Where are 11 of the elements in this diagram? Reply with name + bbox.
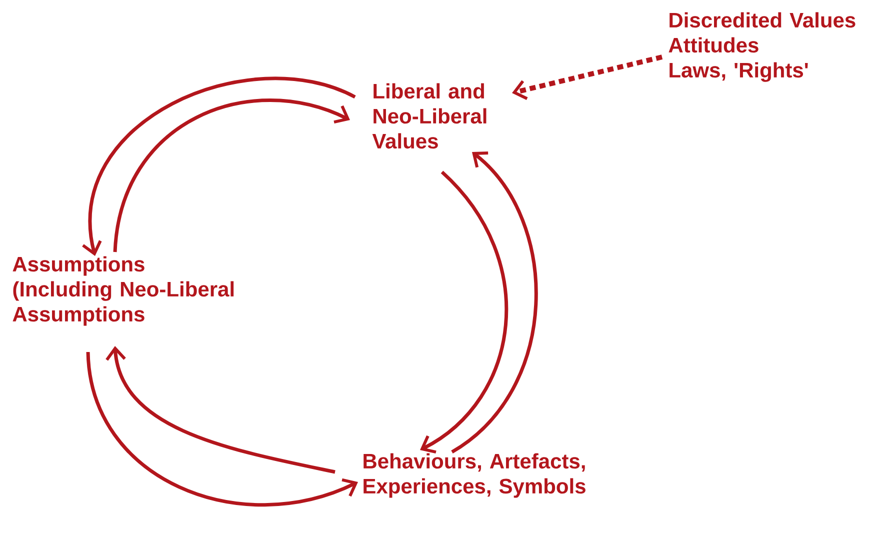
arrow — [86, 352, 358, 507]
arrow — [106, 346, 336, 474]
arrow — [420, 170, 508, 454]
text-label: Assumptions (Including Neo-Liberal Assumptions — [12, 256, 234, 326]
arrow — [82, 76, 356, 256]
arrow — [512, 54, 663, 100]
text-label: Discredited Values Attitudes Laws, 'Rights' — [668, 12, 856, 82]
arrow — [450, 152, 538, 454]
text-label: Behaviours, Artefacts, Experiences, Symbols — [364, 453, 586, 498]
arrow — [113, 98, 350, 252]
text-label: Liberal and Neo-Liberal Values — [372, 83, 486, 149]
